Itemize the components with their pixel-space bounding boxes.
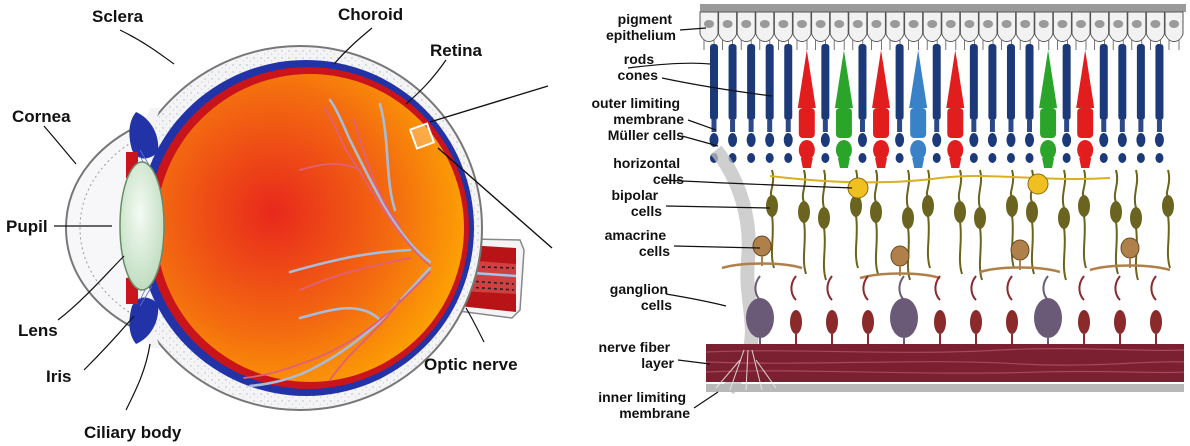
cone-cell-blue [909, 50, 927, 168]
bipolar-cell [1162, 170, 1174, 268]
label-retina: Retina [430, 41, 483, 60]
rod-cell [784, 44, 793, 163]
rod-cell [1136, 44, 1145, 163]
amacrine-cell-layer [722, 236, 1170, 278]
cone-cell-red [798, 50, 816, 168]
bipolar-cell [922, 170, 934, 268]
label-inner-limiting-membrane: inner limiting membrane [598, 389, 690, 421]
label-sclera: Sclera [92, 7, 144, 26]
ganglion-cell [1078, 276, 1090, 346]
eye-cross-section: Sclera Choroid Retina Cornea Pupil Lens … [6, 5, 552, 442]
rod-cell [969, 44, 978, 163]
pigment-epithelium-cell [1165, 12, 1183, 50]
label-horizontal-cells: horizontal cells [613, 155, 684, 187]
rod-cell [1006, 44, 1015, 163]
pigment-epithelium-cell [1072, 12, 1090, 50]
rod-cell [858, 44, 867, 163]
rod-cell [895, 44, 904, 163]
amacrine-cell [980, 240, 1060, 272]
label-muller-cells: Müller cells [608, 127, 684, 143]
rod-cell [1099, 44, 1108, 163]
cone-cell-red [1076, 50, 1094, 168]
pigment-epithelium-cell [942, 12, 960, 50]
sclera-top-band [700, 4, 1186, 12]
label-pupil: Pupil [6, 217, 48, 236]
rod-cell [765, 44, 774, 163]
vitreous-body [156, 74, 464, 382]
ganglion-cell [826, 276, 838, 346]
photoreceptor-layer [710, 44, 1164, 168]
retina-labels: pigment epithelium rods cones outer limi… [591, 11, 690, 421]
label-rods-cones: rods cones [618, 51, 659, 83]
pigment-epithelium-cell [1035, 12, 1053, 50]
ganglion-cell [1114, 276, 1126, 346]
label-pigment-epithelium: pigment epithelium [606, 11, 676, 43]
cone-cell-red [872, 50, 890, 168]
rod-cell [932, 44, 941, 163]
label-nerve-fiber-layer: nerve fiber layer [599, 339, 675, 371]
ganglion-cell [1150, 276, 1162, 346]
bipolar-cell [954, 170, 966, 274]
ganglion-cell-layer [746, 276, 1162, 346]
ganglion-cell [1006, 276, 1018, 346]
bipolar-cell [1058, 170, 1070, 280]
pigment-epithelium-cell [905, 12, 923, 50]
amacrine-cell [722, 236, 802, 268]
bipolar-cell [1078, 170, 1090, 268]
ganglion-cell [862, 276, 874, 346]
cone-cell-green [835, 50, 853, 168]
rod-cell [1025, 44, 1034, 163]
cone-cell-red [946, 50, 964, 168]
bipolar-cell [974, 170, 986, 280]
retina-layers: pigment epithelium rods cones outer limi… [591, 4, 1186, 421]
rod-cell [1062, 44, 1071, 163]
label-outer-limiting-membrane: outer limiting membrane [591, 95, 684, 127]
label-ganglion-cells: ganglion cells [610, 281, 672, 313]
label-optic-nerve: Optic nerve [424, 355, 518, 374]
rod-cell [988, 44, 997, 163]
bipolar-cell [870, 170, 882, 274]
inner-limiting-membrane [706, 384, 1184, 392]
pigment-epithelium-cell [830, 12, 848, 50]
rod-cell [1118, 44, 1127, 163]
pigment-epithelium-cell [793, 12, 811, 50]
pigment-epithelium-layer [700, 12, 1183, 50]
label-cornea: Cornea [12, 107, 71, 126]
ganglion-cell [790, 276, 802, 346]
rod-cell [821, 44, 830, 163]
label-lens: Lens [18, 321, 58, 340]
ganglion-cell [934, 276, 946, 346]
label-bipolar-cells: bipolar cells [611, 187, 662, 219]
rod-cell [1155, 44, 1164, 163]
ganglion-cell [970, 276, 982, 346]
amacrine-cell [1090, 238, 1170, 270]
pigment-epithelium-cell [867, 12, 885, 50]
rod-cell [747, 44, 756, 163]
horizontal-cells [770, 174, 1110, 198]
label-amacrine-cells: amacrine cells [605, 227, 671, 259]
ganglion-cell [890, 276, 918, 346]
lens [120, 162, 164, 290]
cone-cell-green [1039, 50, 1057, 168]
nerve-fiber-layer [706, 344, 1184, 382]
bipolar-cell [1110, 170, 1122, 274]
label-iris: Iris [46, 367, 72, 386]
bipolar-cell [1130, 170, 1142, 280]
label-ciliary-body: Ciliary body [84, 423, 182, 442]
label-choroid: Choroid [338, 5, 403, 24]
ganglion-cell [1034, 276, 1062, 346]
rod-cell [728, 44, 737, 163]
